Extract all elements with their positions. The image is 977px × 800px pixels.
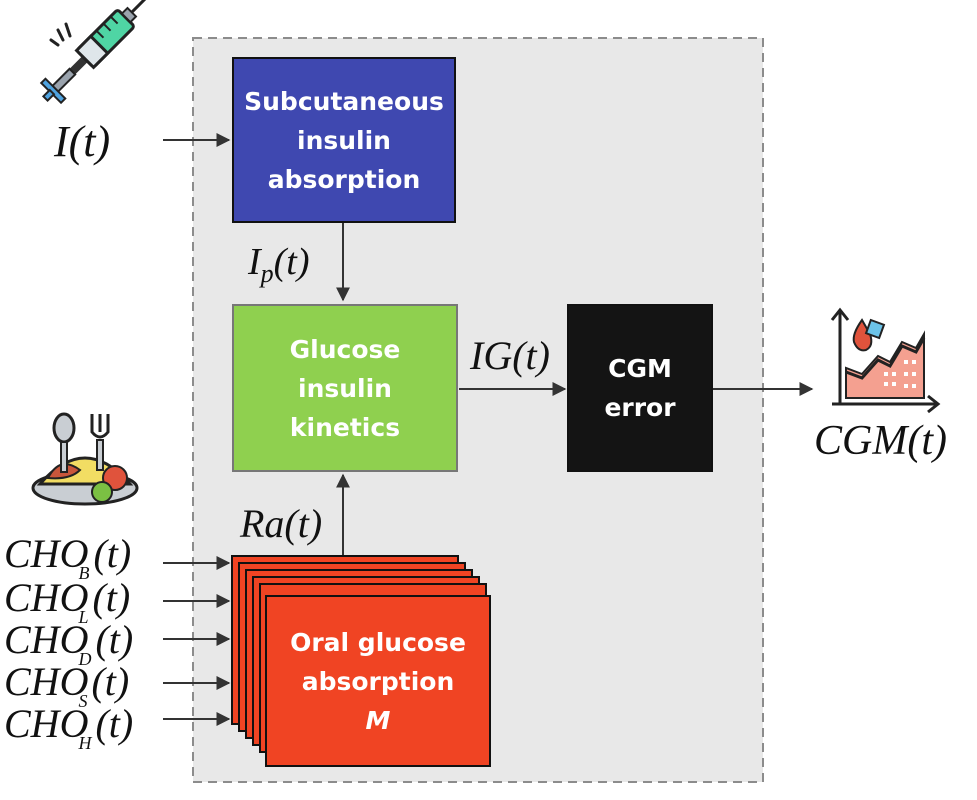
insulin-absorption-block: Subcutaneous insulin absorption xyxy=(232,57,456,223)
oral-stack-layer-6 xyxy=(265,595,491,767)
cho-s-subscript: S xyxy=(78,691,88,711)
cho-h-base: CHO xyxy=(4,701,89,746)
cho-d-subscript: D xyxy=(78,649,92,669)
syringe-sparkle-icon xyxy=(49,22,72,47)
oral-absorption-line-1: Oral glucose xyxy=(290,627,466,657)
oral-absorption-line-2: absorption xyxy=(301,666,455,696)
ip-base: I xyxy=(248,241,261,283)
syringe-icon xyxy=(39,0,153,105)
cho-b-arg: (t) xyxy=(93,531,132,576)
cho-input-s: CHOS(t) xyxy=(4,659,130,711)
cho-l-arg: (t) xyxy=(92,575,131,620)
cho-s-base: CHO xyxy=(4,659,89,704)
cho-h-arg: (t) xyxy=(95,701,134,746)
glucose-kinetics-line-2: insulin xyxy=(298,373,392,403)
cho-b-subscript: B xyxy=(78,563,90,583)
cho-input-d: CHOD(t) xyxy=(4,617,134,669)
insulin-input-label: I(t) xyxy=(54,120,110,164)
ip-signal-label: Ip(t) xyxy=(248,241,310,287)
glucose-chart-icon xyxy=(830,307,941,414)
cho-d-base: CHO xyxy=(4,617,89,662)
meal-plate-icon xyxy=(31,412,139,506)
glucose-kinetics-line-1: Glucose xyxy=(289,334,401,364)
cho-b-base: CHO xyxy=(4,531,89,576)
cgm-error-block: CGM error xyxy=(567,304,713,472)
glucose-kinetics-line-3: kinetics xyxy=(289,412,401,442)
insulin-input-base: I xyxy=(54,117,69,166)
ra-signal-label: Ra(t) xyxy=(240,501,323,546)
insulin-absorption-line-1: Subcutaneous xyxy=(244,86,444,116)
cgm-error-line-2: error xyxy=(604,393,676,422)
cgm-error-line-1: CGM xyxy=(608,354,672,383)
insulin-absorption-line-2: insulin xyxy=(297,125,391,155)
cho-d-arg: (t) xyxy=(95,617,134,662)
cho-input-b: CHOB(t) xyxy=(4,531,132,583)
oral-absorption-italic-m: M xyxy=(365,705,391,735)
insulin-input-arg: (t) xyxy=(68,117,111,166)
ip-arg: (t) xyxy=(273,241,310,283)
cgm-output-label: CGM(t) xyxy=(814,418,947,464)
cho-h-subscript: H xyxy=(78,733,92,753)
cho-input-l: CHOL(t) xyxy=(4,575,131,627)
ip-subscript: p xyxy=(260,259,274,288)
insulin-absorption-line-3: absorption xyxy=(267,164,421,194)
oral-absorption-block: Oral glucose absorption M xyxy=(266,596,490,766)
cho-l-subscript: L xyxy=(78,607,89,627)
cho-input-h: CHOH(t) xyxy=(4,701,134,753)
ig-signal-label: IG(t) xyxy=(470,333,550,378)
glucose-kinetics-block: Glucose insulin kinetics xyxy=(232,304,458,472)
cho-s-arg: (t) xyxy=(91,659,130,704)
cho-l-base: CHO xyxy=(4,575,89,620)
